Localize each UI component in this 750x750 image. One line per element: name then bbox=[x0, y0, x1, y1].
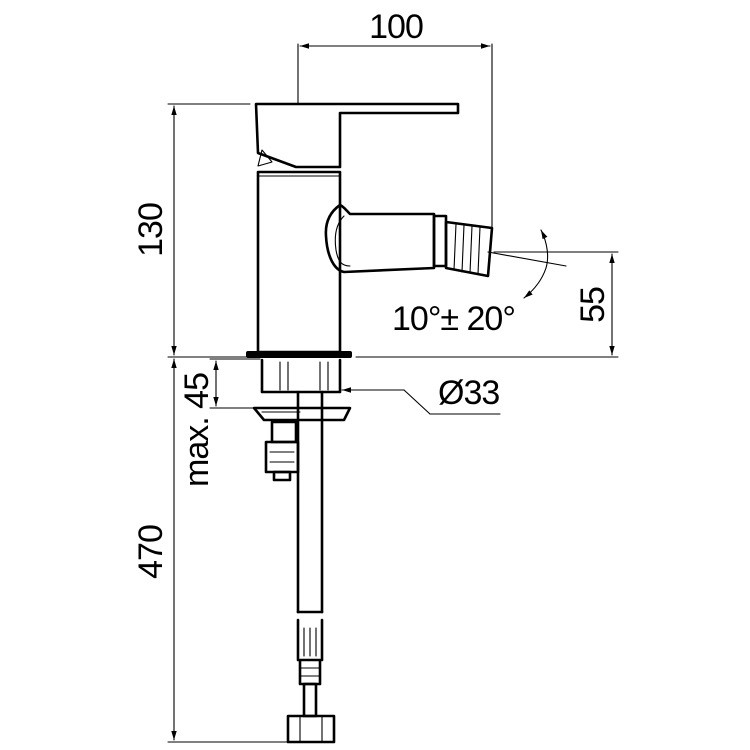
dimension-label-hose-length: 470 bbox=[132, 525, 170, 579]
dimension-label-spout-height: 55 bbox=[574, 287, 612, 323]
aerator-nozzle bbox=[432, 214, 494, 278]
dimension-angle: 10°± 20° bbox=[392, 229, 567, 338]
hose-end-nut bbox=[286, 714, 336, 744]
flexible-hose bbox=[286, 390, 336, 744]
faucet-outline bbox=[246, 102, 494, 358]
dimension-label-diameter: Ø33 bbox=[438, 374, 499, 412]
dimension-max-thickness: max. 45 bbox=[178, 358, 261, 487]
base-flange bbox=[246, 351, 352, 358]
spout bbox=[324, 203, 436, 274]
dimension-label-width: 100 bbox=[369, 8, 423, 46]
faucet-body bbox=[256, 170, 342, 354]
dimension-body-height: 130 bbox=[132, 103, 251, 358]
lever-handle bbox=[254, 102, 460, 169]
dimension-spout-height: 55 bbox=[355, 251, 619, 358]
dimension-label-angle: 10°± 20° bbox=[392, 300, 515, 338]
dimension-diameter: Ø33 bbox=[341, 374, 501, 415]
dimension-label-body-height: 130 bbox=[132, 203, 170, 257]
fixing-nut bbox=[252, 406, 352, 422]
dimension-width: 100 bbox=[297, 8, 493, 229]
dimension-hose-length: 470 bbox=[132, 358, 289, 743]
fixing-assembly bbox=[252, 358, 352, 482]
dimension-label-max-thickness: max. 45 bbox=[178, 373, 216, 487]
